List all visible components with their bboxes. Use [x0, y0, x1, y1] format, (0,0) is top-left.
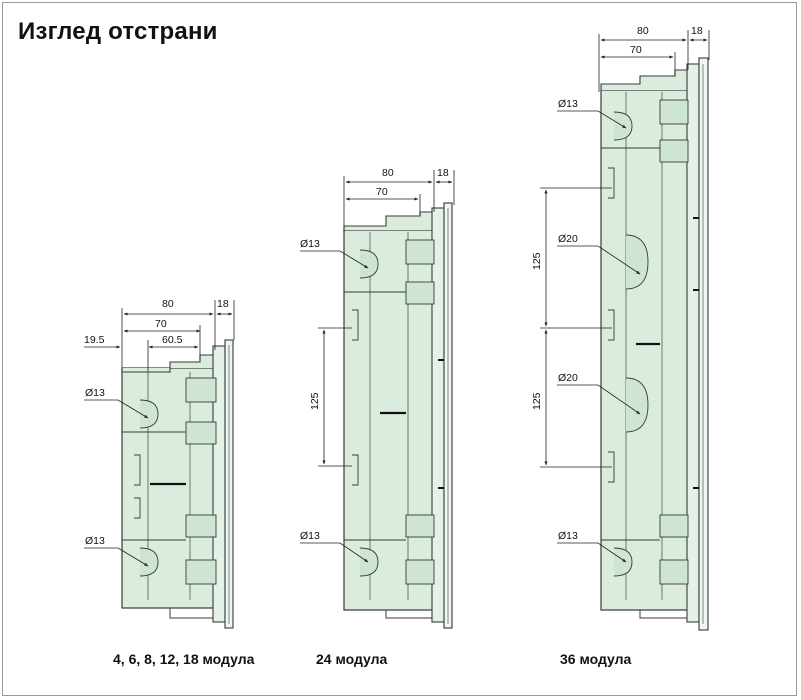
dim-depth-inner: 70	[155, 318, 167, 330]
dim-offset: 19.5	[84, 334, 105, 346]
dim-front: 18	[437, 167, 449, 179]
hole-label-top: Ø13	[300, 238, 320, 250]
dim-front: 18	[217, 298, 229, 310]
caption-small: 4, 6, 8, 12, 18 модула	[113, 651, 255, 667]
hole-label-top: Ø13	[85, 387, 105, 399]
dim-depth-total: 80	[637, 25, 649, 37]
dimensions-large	[540, 30, 710, 563]
dim-spacing-1: 125	[531, 252, 543, 270]
enclosure-large	[600, 57, 709, 631]
dim-depth-total: 80	[382, 167, 394, 179]
hole-label-bottom: Ø13	[85, 535, 105, 547]
enclosure-medium	[343, 202, 453, 629]
dim-front: 18	[691, 25, 703, 37]
hole-label-mid-2: Ø20	[558, 372, 578, 384]
hole-label-bottom: Ø13	[558, 530, 578, 542]
dim-depth-inner: 70	[376, 186, 388, 198]
dim-spacing: 125	[309, 392, 321, 410]
dim-depth-inner: 70	[630, 44, 642, 56]
dim-inner-2: 60.5	[162, 334, 183, 346]
dimensions-medium	[300, 170, 455, 563]
dim-depth-total: 80	[162, 298, 174, 310]
dimensions-small	[84, 300, 235, 567]
dim-spacing-2: 125	[531, 392, 543, 410]
hole-label-mid-1: Ø20	[558, 233, 578, 245]
caption-medium: 24 модула	[316, 651, 388, 667]
hole-label-top: Ø13	[558, 98, 578, 110]
enclosure-small	[121, 339, 234, 629]
caption-large: 36 модула	[560, 651, 632, 667]
page-title: Изглед отстрани	[18, 18, 218, 45]
hole-label-bottom: Ø13	[300, 530, 320, 542]
